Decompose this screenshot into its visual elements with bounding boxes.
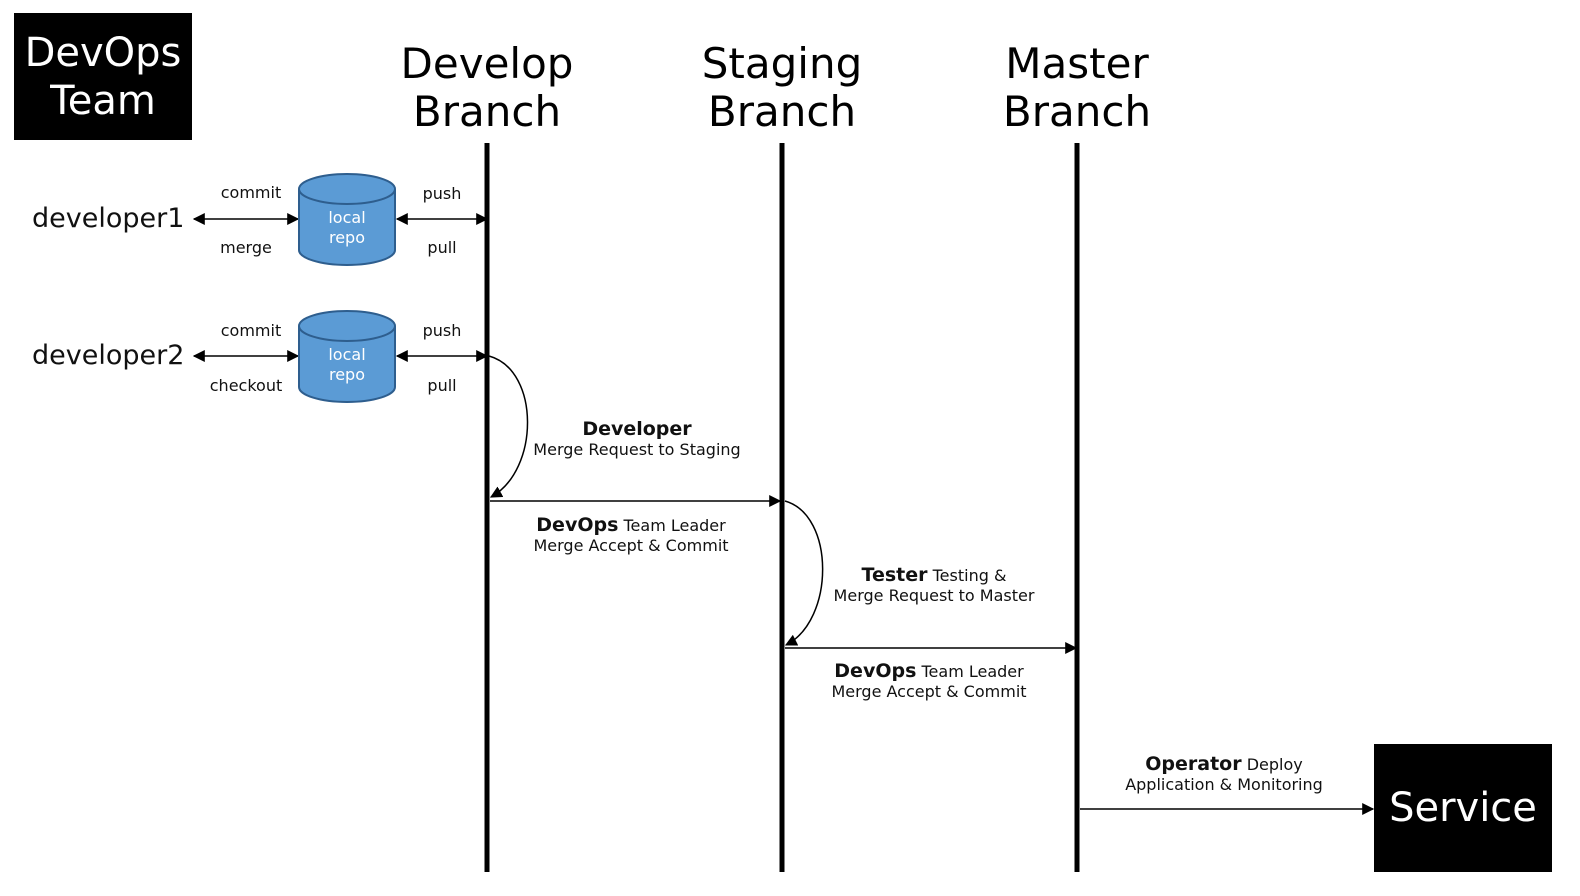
developer-merge-request-note: Developer Merge Request to Staging (517, 419, 757, 460)
master-accept-detail: Merge Accept & Commit (831, 682, 1027, 701)
staging-accept-role-suffix: Team Leader (623, 516, 726, 535)
dev2-push-label: push (422, 321, 462, 340)
develop-title-line1: Develop (400, 39, 574, 88)
staging-branch-title: Staging Branch (662, 40, 902, 136)
devops-team-box: DevOps Team (14, 13, 192, 140)
local-repo-1-cylinder (298, 173, 396, 266)
local-repo-2-cylinder (298, 310, 396, 403)
dev2-pull-label: pull (427, 376, 457, 395)
dev1-push-label: push (422, 184, 462, 203)
operator-detail: Application & Monitoring (1125, 775, 1323, 794)
staging-title-line2: Branch (707, 87, 857, 136)
service-label: Service (1389, 785, 1537, 831)
develop-branch-title: Develop Branch (367, 40, 607, 136)
tester-detail: Merge Request to Master (833, 586, 1035, 605)
dev1-commit-label: commit (220, 183, 282, 202)
dev1-merge-label: merge (220, 238, 272, 257)
staging-accept-detail: Merge Accept & Commit (533, 536, 729, 555)
master-branch-title: Master Branch (957, 40, 1197, 136)
developer1-label: developer1 (32, 203, 185, 234)
master-title-line2: Branch (1002, 87, 1152, 136)
repo1-line1: local (328, 208, 366, 227)
staging-curve-arrow (784, 500, 824, 646)
devops-team-title-line1: DevOps (24, 29, 182, 76)
dev2-commit-label: commit (220, 321, 282, 340)
developer-role: Developer (582, 418, 692, 440)
local-repo-2-label: local repo (299, 345, 395, 385)
repo2-line1: local (328, 345, 366, 364)
developer2-label: developer2 (32, 340, 185, 371)
developer-merge-detail: Merge Request to Staging (533, 440, 741, 459)
master-accept-note: DevOps Team Leader Merge Accept & Commit (809, 661, 1049, 702)
staging-title-line1: Staging (701, 39, 863, 88)
local-repo-1-label: local repo (299, 208, 395, 248)
tester-role-suffix: Testing & (932, 566, 1007, 585)
develop-curve-arrow (488, 355, 529, 498)
repo2-line2: repo (328, 365, 365, 384)
dev2-checkout-label: checkout (209, 376, 283, 395)
master-accept-role-suffix: Team Leader (921, 662, 1024, 681)
tester-note: Tester Testing & Merge Request to Master (814, 565, 1054, 606)
master-accept-role: DevOps (834, 660, 917, 682)
staging-accept-role: DevOps (536, 514, 619, 536)
dev1-pull-label: pull (427, 238, 457, 257)
tester-role: Tester (861, 564, 928, 586)
devops-team-title-line2: Team (50, 77, 156, 124)
master-title-line1: Master (1005, 39, 1149, 88)
service-box: Service (1374, 744, 1552, 872)
operator-note: Operator Deploy Application & Monitoring (1104, 754, 1344, 795)
develop-title-line2: Branch (412, 87, 562, 136)
repo1-line2: repo (328, 228, 365, 247)
operator-role-suffix: Deploy (1246, 755, 1303, 774)
operator-role: Operator (1145, 753, 1242, 775)
staging-accept-note: DevOps Team Leader Merge Accept & Commit (511, 515, 751, 556)
